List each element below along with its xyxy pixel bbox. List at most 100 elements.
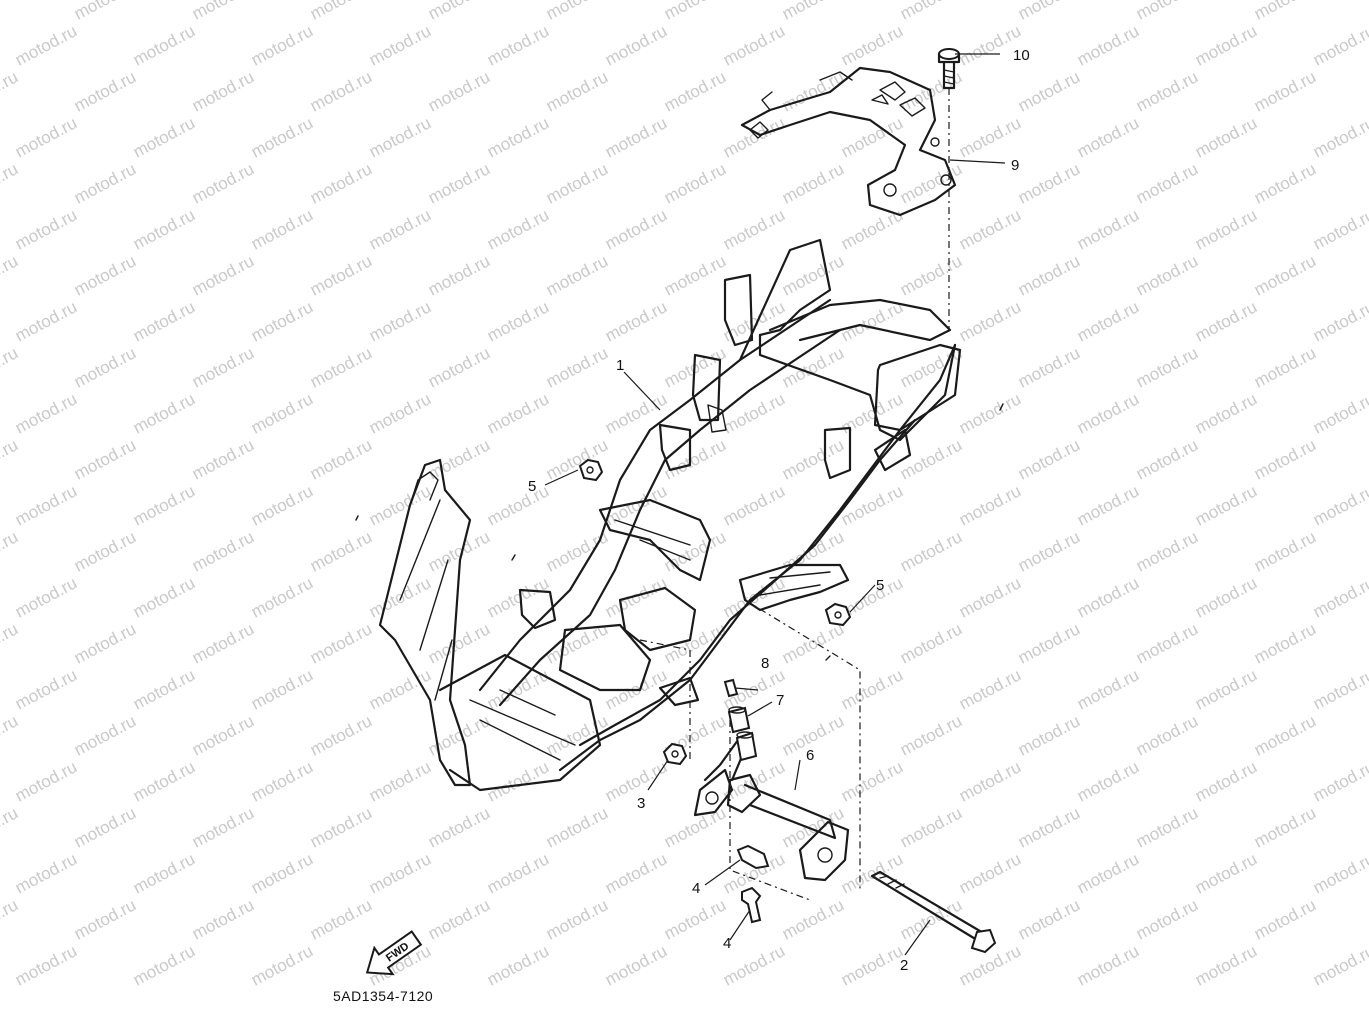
watermark-text: motod.ru: [12, 113, 80, 161]
watermark-text: motod.ru: [12, 941, 80, 989]
watermark-text: motod.ru: [71, 895, 139, 943]
watermark-text: motod.ru: [956, 389, 1024, 437]
watermark-text: motod.ru: [1074, 573, 1142, 621]
watermark-text: motod.ru: [307, 895, 375, 943]
watermark-text: motod.ru: [661, 67, 729, 115]
watermark-text: motod.ru: [71, 159, 139, 207]
watermark-text: motod.ru: [1015, 527, 1083, 575]
watermark-text: motod.ru: [484, 849, 552, 897]
watermark-text: motod.ru: [1310, 205, 1369, 253]
watermark-text: motod.ru: [1074, 297, 1142, 345]
watermark-text: motod.ru: [1251, 343, 1319, 391]
watermark-text: motod.ru: [307, 343, 375, 391]
watermark-text: motod.ru: [484, 941, 552, 989]
watermark-text: motod.ru: [425, 159, 493, 207]
watermark-text: motod.ru: [602, 573, 670, 621]
watermark-text: motod.ru: [71, 619, 139, 667]
watermark-text: motod.ru: [1192, 757, 1260, 805]
watermark-text: motod.ru: [1310, 297, 1369, 345]
watermark-text: motod.ru: [130, 941, 198, 989]
watermark-text: motod.ru: [838, 481, 906, 529]
watermark-text: motod.ru: [130, 757, 198, 805]
watermark-text: motod.ru: [130, 113, 198, 161]
watermark-text: motod.ru: [720, 21, 788, 69]
watermark-text: motod.ru: [838, 941, 906, 989]
watermark-text: motod.ru: [130, 205, 198, 253]
watermark-text: motod.ru: [0, 343, 21, 391]
watermark-text: motod.ru: [1133, 343, 1201, 391]
watermark-text: motod.ru: [1251, 251, 1319, 299]
watermark-text: motod.ru: [307, 251, 375, 299]
watermark-text: motod.ru: [1015, 803, 1083, 851]
watermark-text: motod.ru: [484, 389, 552, 437]
watermark-text: motod.ru: [484, 297, 552, 345]
watermark-text: motod.ru: [543, 803, 611, 851]
watermark-text: motod.ru: [71, 0, 139, 24]
watermark-text: motod.ru: [720, 481, 788, 529]
watermark-text: motod.ru: [1251, 67, 1319, 115]
watermark-text: motod.ru: [484, 573, 552, 621]
watermark-text: motod.ru: [484, 481, 552, 529]
leader-lines: [544, 53, 1006, 956]
watermark-text: motod.ru: [1251, 435, 1319, 483]
watermark-text: motod.ru: [602, 941, 670, 989]
watermark-text: motod.ru: [779, 159, 847, 207]
watermark-text: motod.ru: [543, 435, 611, 483]
collar-part-7-lower: [735, 731, 758, 762]
watermark-text: motod.ru: [71, 711, 139, 759]
watermark-text: motod.ru: [543, 895, 611, 943]
watermark-text: motod.ru: [366, 757, 434, 805]
watermark-text: motod.ru: [543, 0, 611, 24]
callout-7: 7: [776, 692, 784, 709]
watermark-text: motod.ru: [1074, 481, 1142, 529]
bolt-part-4-upper: [736, 844, 770, 870]
watermark-text: motod.ru: [189, 435, 257, 483]
watermark-text: motod.ru: [307, 803, 375, 851]
diagram-code: 5AD1354-7120: [333, 988, 434, 1004]
watermark-text: motod.ru: [1251, 895, 1319, 943]
watermark-text: motod.ru: [1015, 619, 1083, 667]
watermark-text: motod.ru: [12, 481, 80, 529]
watermark-text: motod.ru: [425, 343, 493, 391]
watermark-text: motod.ru: [425, 67, 493, 115]
watermark-text: motod.ru: [838, 665, 906, 713]
watermark-text: motod.ru: [1192, 573, 1260, 621]
watermark-text: motod.ru: [956, 297, 1024, 345]
watermark-text: motod.ru: [0, 619, 21, 667]
watermark-text: motod.ru: [1015, 67, 1083, 115]
watermark-text: motod.ru: [0, 435, 21, 483]
callout-9: 9: [1011, 157, 1019, 174]
watermark-text: motod.ru: [1310, 665, 1369, 713]
watermark-text: motod.ru: [1133, 67, 1201, 115]
watermark-text: motod.ru: [956, 849, 1024, 897]
watermark-text: motod.ru: [1015, 159, 1083, 207]
watermark-text: motod.ru: [484, 113, 552, 161]
watermark-text: motod.ru: [897, 0, 965, 24]
watermark-text: motod.ru: [189, 251, 257, 299]
watermark-text: motod.ru: [897, 251, 965, 299]
watermark-text: motod.ru: [0, 251, 21, 299]
watermark-text: motod.ru: [1133, 0, 1201, 24]
watermark-text: motod.ru: [602, 849, 670, 897]
watermark-text: motod.ru: [602, 297, 670, 345]
watermark-text: motod.ru: [661, 527, 729, 575]
watermark-text: motod.ru: [956, 205, 1024, 253]
watermark-text: motod.ru: [307, 527, 375, 575]
watermark-text: motod.ru: [12, 665, 80, 713]
watermark-text: motod.ru: [366, 113, 434, 161]
watermark-text: motod.ru: [307, 619, 375, 667]
watermark-text: motod.ru: [248, 481, 316, 529]
watermark-text: motod.ru: [189, 711, 257, 759]
watermark-text: motod.ru: [248, 113, 316, 161]
watermark-text: motod.ru: [1192, 205, 1260, 253]
callout-5-right: 5: [876, 577, 884, 594]
watermark-text: motod.ru: [130, 665, 198, 713]
watermark-text: motod.ru: [484, 205, 552, 253]
watermark-text: motod.ru: [779, 251, 847, 299]
watermark-text: motod.ru: [661, 895, 729, 943]
watermark-text: motod.ru: [248, 21, 316, 69]
watermark-text: motod.ru: [307, 67, 375, 115]
watermark-text: motod.ru: [12, 757, 80, 805]
watermark-text: motod.ru: [425, 251, 493, 299]
